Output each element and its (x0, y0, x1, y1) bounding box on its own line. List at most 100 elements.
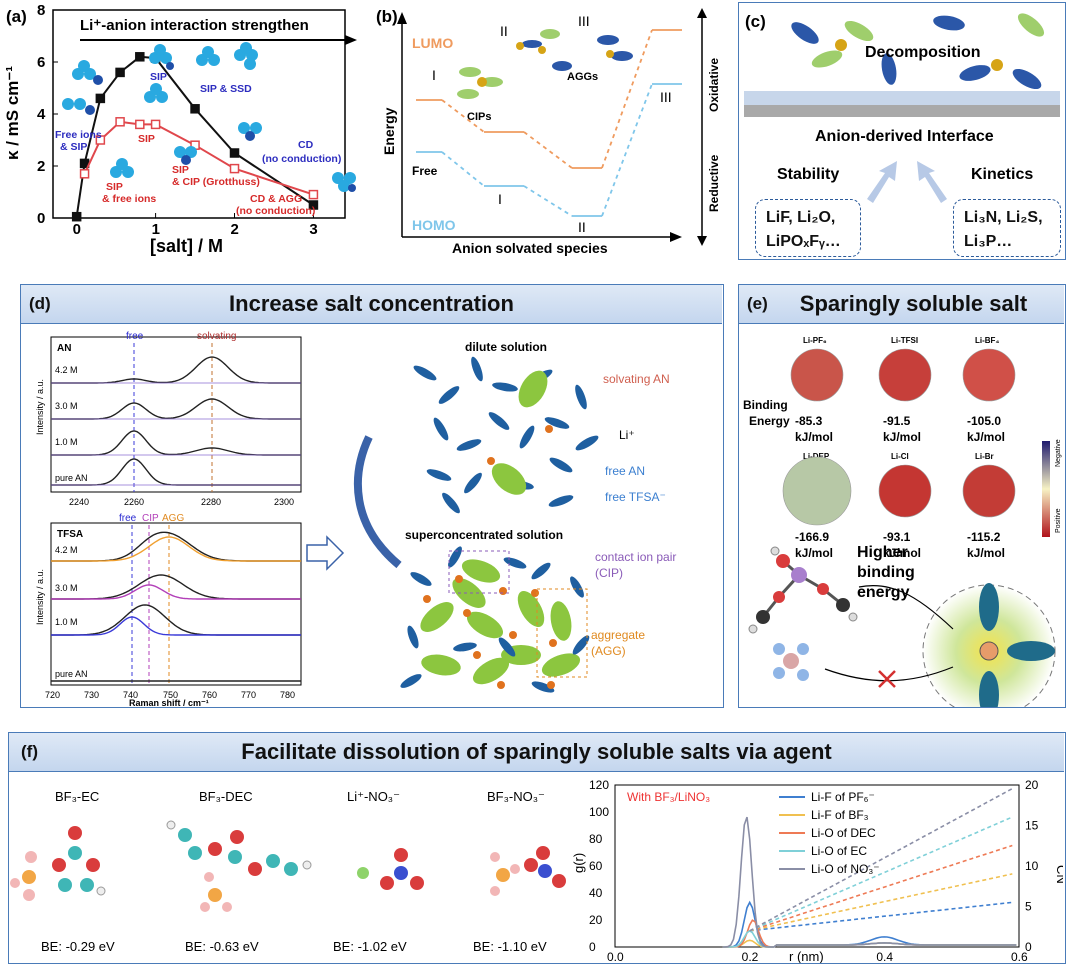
ann-free-ions-2: & SIP (60, 141, 87, 153)
roman-3-top: III (578, 13, 590, 29)
free-label-top: free (126, 331, 144, 342)
tfsa-anion (550, 601, 572, 641)
y-axis-bot: Intensity / a.u. (35, 569, 45, 625)
esp-surface (782, 456, 852, 526)
reductive-label: Reductive (707, 154, 721, 212)
x-tick-label: 2 (231, 221, 239, 238)
data-point (135, 119, 145, 130)
binding-energy-value: -166.9 (795, 530, 829, 544)
rdf-ytick: 20 (589, 913, 603, 927)
bf4-molecule (773, 643, 809, 681)
y-tick-label: 2 (37, 158, 45, 175)
conc-bot-2: 1.0 M (55, 617, 78, 627)
xtick-bot-1: 730 (84, 690, 99, 700)
ann-sip-top: SIP (150, 71, 167, 83)
spectrum-4-2M (51, 356, 301, 384)
conc-bot-1: 3.0 M (55, 583, 78, 593)
homo-label: HOMO (412, 217, 456, 233)
ann-cd-agg: CD & AGG (250, 193, 302, 205)
free-label-bot: free (119, 513, 137, 524)
an-molecule (503, 557, 527, 569)
panel-a-chart: (a) Li⁺-anion interaction strengthen κ /… (3, 2, 357, 256)
lithium-center (979, 641, 999, 661)
conc-top-1: 3.0 M (55, 401, 78, 411)
ann-sip-free-2: & free ions (102, 193, 156, 205)
curved-arrow (353, 435, 402, 569)
rdf-y2tick: 0 (1025, 940, 1032, 954)
an-molecule (570, 576, 584, 598)
salt-name: Li-Br (975, 452, 994, 461)
higher-label: Higher (857, 544, 908, 561)
interface-diagram: (c) Decomposition Anion-derived Interfac… (744, 12, 1060, 203)
binding-energy: BE: -1.02 eV (333, 939, 407, 954)
cip-label-bot: CIP (142, 513, 159, 524)
panel-d-label: (d) (29, 294, 51, 313)
roman-1-top: I (432, 67, 436, 83)
lumo-label: LUMO (412, 35, 453, 51)
panel-b: (b) Energy LUMO HOMO Free CIPs AGGs Anio… (372, 0, 734, 262)
molecule-name: BF₃-EC (55, 789, 99, 804)
binding-energy-value: -85.3 (795, 414, 823, 428)
legend-label: Li-O of DEC (811, 826, 876, 840)
an-molecule (544, 417, 570, 429)
cn-curve (749, 873, 1013, 932)
kinetics-products-box: Li₃N, Li₂S, Li₃P… (953, 199, 1061, 257)
positive-label: Positive (1055, 508, 1062, 533)
dep-molecule (748, 546, 858, 634)
kinetics-line-1: Li₃N, Li₂S, (964, 209, 1043, 226)
data-point (79, 169, 90, 179)
cip-box (448, 550, 510, 594)
xtick-top-3: 2300 (274, 497, 294, 507)
binding-energy-value: -115.2 (967, 530, 1001, 544)
an-molecule (498, 637, 516, 657)
legend-label: Li-F of BF₃ (811, 808, 869, 822)
rdf-curve (722, 919, 1017, 948)
an-molecule (400, 674, 422, 688)
an-molecule (433, 417, 449, 441)
rdf-ylabel: g(r) (571, 853, 586, 873)
ann-sip-ssd: SIP & SSD (200, 83, 252, 95)
agg-label-bot: AGG (162, 513, 184, 524)
molecule-name: BF₃-NO₃⁻ (487, 789, 545, 804)
an-molecule (453, 642, 477, 652)
panel-f: (f) Facilitate dissolution of sparingly … (8, 732, 1066, 964)
binding-energy-unit: kJ/mol (967, 546, 1005, 560)
panel-d-title: Increase salt concentration (229, 291, 514, 316)
li-no3-molecule (357, 848, 424, 890)
decomposition-label: Decomposition (865, 44, 981, 61)
agg-box (536, 588, 588, 678)
ann-cd: CD (298, 139, 314, 151)
stability-line-1: LiF, Li₂O, (766, 209, 836, 226)
tfsa-anion (518, 370, 548, 408)
legend-label: Li-O of NO₃⁻ (811, 862, 880, 876)
y-axis-label: κ / mS cm⁻¹ (3, 66, 22, 160)
salt-name: Li-DEP (803, 452, 830, 461)
energy-label: Energy (381, 107, 397, 155)
bf3-no3-molecule (490, 846, 566, 896)
an-molecule (442, 492, 460, 514)
y-tick-label: 0 (37, 210, 45, 227)
binding-energy: BE: -0.29 eV (41, 939, 115, 954)
an-molecule (575, 384, 587, 410)
free-label: Free (412, 164, 438, 178)
li-ion (549, 639, 557, 647)
an-molecule (407, 625, 419, 649)
ann-sip-cip: SIP (172, 164, 189, 176)
aggs-label: AGGs (567, 71, 598, 83)
tfsa-anion (517, 590, 545, 628)
rdf-frame (614, 784, 1020, 948)
cn-curve (749, 901, 1013, 932)
higher-label-3: energy (857, 584, 910, 601)
oxidative-label: Oxidative (707, 58, 721, 112)
rdf-y2label: CN (1054, 865, 1063, 884)
binding-energy-unit: kJ/mol (967, 430, 1005, 444)
raman-bottom-frame (50, 522, 302, 686)
panel-e-header: (e) Sparingly soluble salt (739, 285, 1064, 324)
rdf-ytick: 80 (589, 832, 603, 846)
rdf-y2tick: 20 (1025, 778, 1039, 792)
li-ion (499, 587, 507, 595)
raman-top-frame (50, 336, 302, 493)
rdf-y2tick: 10 (1025, 859, 1039, 873)
rdf-xtick: 0.4 (876, 950, 893, 963)
rdf-xtick: 0.2 (742, 950, 759, 963)
